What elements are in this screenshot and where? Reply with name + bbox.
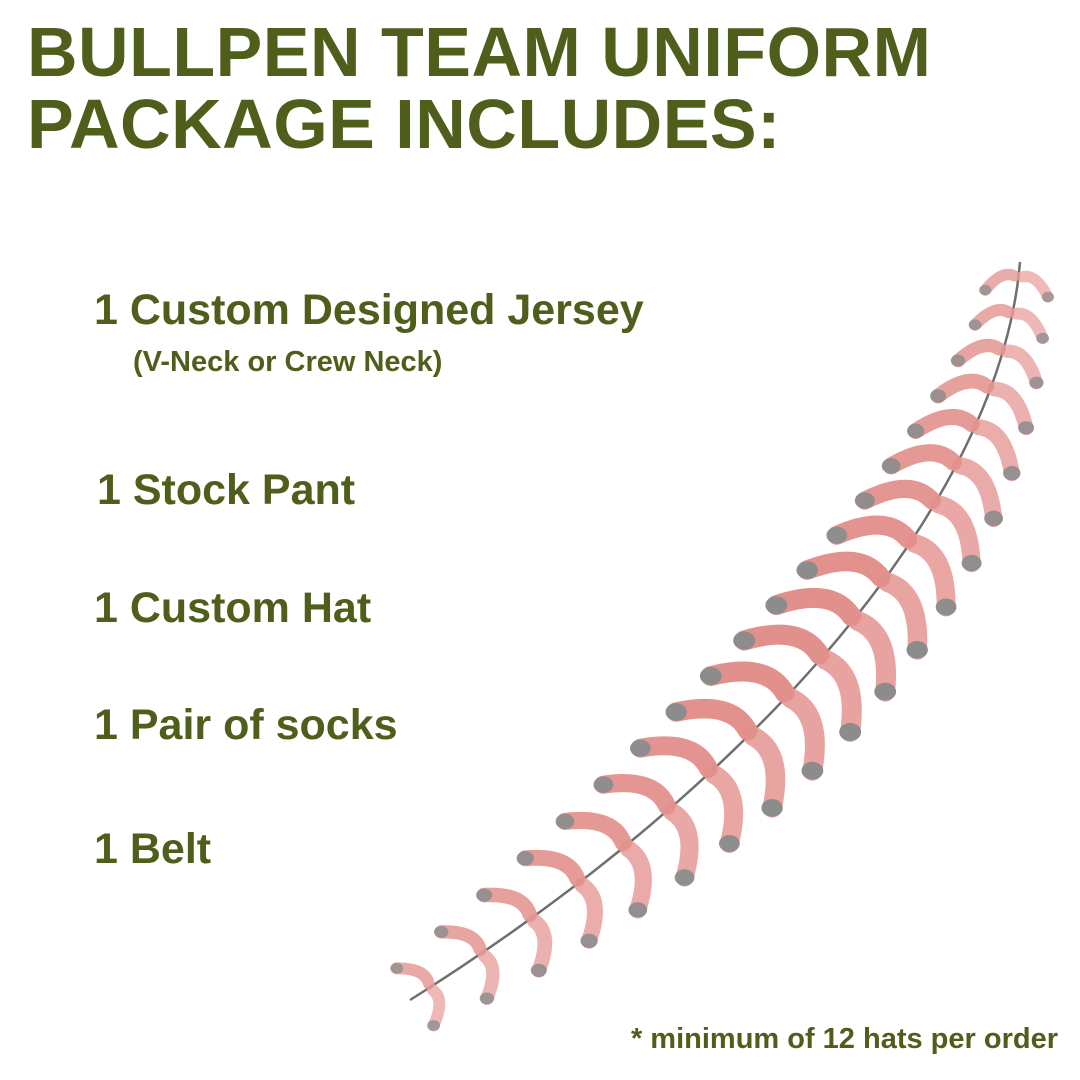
seam-stitch-hole bbox=[968, 319, 982, 331]
seam-stitch-hole bbox=[801, 761, 824, 780]
seam-stitch-hole bbox=[907, 423, 925, 439]
seam-stitch bbox=[427, 984, 446, 1032]
seam-stitch-hole bbox=[427, 1020, 440, 1031]
seam-stitch bbox=[905, 533, 956, 617]
seam-stitch-hole bbox=[699, 667, 722, 685]
seam-stitch-hole bbox=[434, 925, 449, 938]
seam-stitch bbox=[594, 774, 676, 815]
seam-stitch bbox=[556, 811, 632, 852]
seam-stitch-hole bbox=[630, 739, 651, 757]
seam-stitch bbox=[951, 338, 1007, 368]
seam-stitch-hole bbox=[674, 869, 695, 886]
seam-stitch-hole bbox=[930, 389, 947, 403]
seam-stitch-hole bbox=[1041, 291, 1054, 303]
seam-stitch-hole bbox=[476, 888, 493, 902]
seam-stitch-hole bbox=[1036, 332, 1049, 344]
seam-stitch bbox=[815, 649, 862, 742]
seam-stitch-hole bbox=[935, 598, 957, 616]
seam-stitch bbox=[971, 419, 1020, 482]
item-jersey: 1 Custom Designed Jersey bbox=[94, 286, 644, 334]
item-jersey-note: (V-Neck or Crew Neck) bbox=[133, 346, 443, 378]
seam-stitch-hole bbox=[580, 933, 598, 948]
seam-stitch-hole bbox=[479, 992, 495, 1005]
seam-stitch bbox=[979, 268, 1021, 296]
seam-stitch bbox=[734, 624, 830, 665]
seam-stitch bbox=[969, 304, 1015, 331]
seam-stitch-hole bbox=[530, 963, 547, 977]
seam-stitch-hole bbox=[555, 813, 575, 830]
seam-stitch bbox=[827, 515, 918, 549]
seam-stitch-hole bbox=[826, 526, 848, 544]
seam-stitch bbox=[390, 962, 435, 990]
seam-stitch bbox=[855, 479, 941, 510]
seam-stitch-hole bbox=[839, 722, 862, 741]
seam-stitch bbox=[847, 610, 896, 702]
seam-stitch-hole bbox=[1003, 466, 1021, 481]
seam-stitch bbox=[478, 949, 500, 1005]
item-stock-pant: 1 Stock Pant bbox=[97, 466, 356, 514]
seam-stitch bbox=[797, 551, 891, 588]
page-title: BULLPEN TEAM UNIFORM PACKAGE INCLUDES: bbox=[27, 16, 931, 160]
seam-stitch bbox=[704, 764, 744, 853]
seam-stitch-hole bbox=[961, 554, 982, 572]
seam-stitch bbox=[666, 698, 758, 741]
seam-stitch bbox=[517, 849, 586, 887]
seam-stitch-hole bbox=[628, 902, 648, 918]
seam-stitch-hole bbox=[979, 284, 992, 296]
seam-stitch-hole bbox=[906, 641, 928, 659]
seam-stitch bbox=[743, 726, 786, 818]
seam-stitch bbox=[1010, 307, 1049, 345]
seam-stitch-hole bbox=[733, 631, 756, 650]
seam-stitch-hole bbox=[593, 776, 614, 793]
seam-stitch bbox=[780, 688, 825, 781]
title-line-1: BULLPEN TEAM UNIFORM bbox=[27, 13, 932, 91]
seam-stitch bbox=[527, 913, 553, 978]
title-line-2: PACKAGE INCLUDES: bbox=[27, 85, 781, 163]
seam-stitch-hole bbox=[1018, 421, 1035, 435]
seam-stitch bbox=[877, 572, 928, 660]
seam-stitch bbox=[663, 802, 699, 887]
seam-stitch bbox=[476, 887, 537, 922]
seam-stitch bbox=[574, 877, 603, 949]
seam-stitch bbox=[434, 925, 487, 956]
item-custom-hat: 1 Custom Hat bbox=[94, 584, 372, 632]
seam-stitch-hole bbox=[881, 458, 901, 474]
seam-stitch bbox=[619, 840, 652, 919]
seam-stitch bbox=[766, 588, 862, 626]
seam-stitch bbox=[1016, 270, 1054, 303]
seam-stitch-hole bbox=[719, 835, 740, 852]
seam-stitch bbox=[987, 381, 1034, 436]
seam-stitch bbox=[951, 457, 1003, 527]
seam-stitch bbox=[882, 444, 962, 475]
seam-stitch bbox=[907, 408, 980, 439]
seam-stitch-hole bbox=[761, 799, 783, 817]
hat-minimum-footnote: * minimum of 12 hats per order bbox=[630, 1023, 1058, 1055]
seam-stitch-hole bbox=[390, 962, 404, 974]
seam-stitch-hole bbox=[854, 492, 875, 509]
seam-stitch-hole bbox=[984, 510, 1003, 527]
seam-stitch-hole bbox=[796, 561, 818, 579]
seam-spine bbox=[409, 261, 1022, 1002]
seam-stitch bbox=[1000, 344, 1044, 390]
item-belt: 1 Belt bbox=[94, 825, 212, 873]
seam-stitch-hole bbox=[1029, 376, 1044, 389]
seam-stitch bbox=[930, 373, 995, 404]
item-socks: 1 Pair of socks bbox=[94, 701, 398, 749]
seam-stitch-hole bbox=[665, 703, 687, 721]
seam-stitch-hole bbox=[516, 851, 534, 866]
seam-stitch-hole bbox=[874, 682, 897, 701]
seam-stitch bbox=[630, 736, 718, 778]
seam-stitch-hole bbox=[950, 354, 966, 367]
seam-stitch bbox=[929, 495, 981, 573]
seam-stitch bbox=[700, 661, 795, 703]
seam-stitch-hole bbox=[765, 596, 788, 615]
